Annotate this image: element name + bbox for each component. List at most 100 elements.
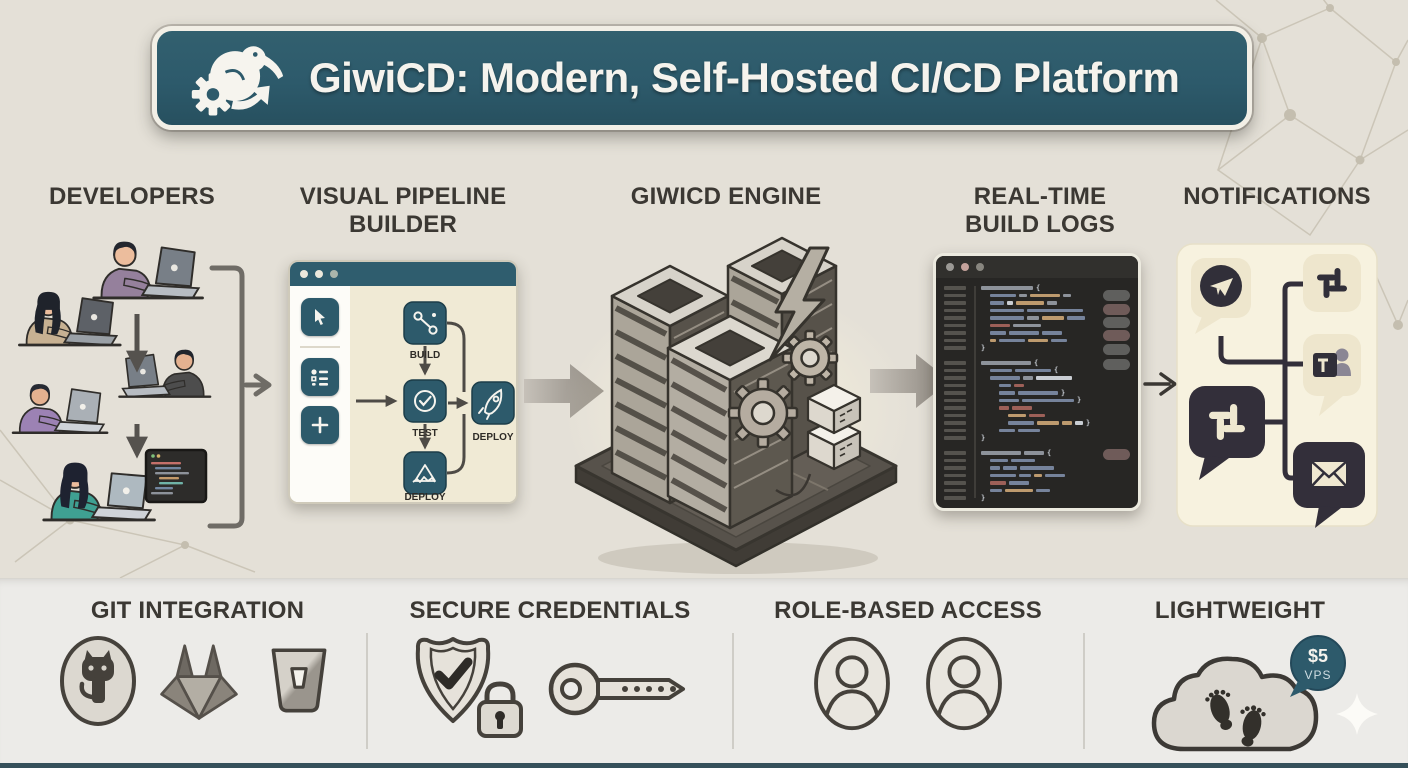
log-line: { [944, 284, 1100, 292]
column-label-build-logs: REAL-TIME BUILD LOGS [965, 183, 1115, 239]
notifications-panel [1176, 243, 1378, 528]
status-pill [1103, 330, 1130, 341]
giwicd-logo-icon [191, 46, 284, 116]
pipeline-builder-window: BUILD TEST DEPLOY [288, 260, 518, 504]
log-line: } [944, 419, 1100, 427]
feature-git-integration: GIT INTEGRATION [40, 597, 355, 729]
status-pill [1103, 317, 1130, 328]
feature-label: LIGHTWEIGHT [1154, 597, 1326, 624]
add-tool-button [301, 406, 339, 444]
feature-lightweight: LIGHTWEIGHT [1105, 597, 1375, 765]
divider [1083, 633, 1085, 749]
column-label-developers: DEVELOPERS [48, 183, 216, 210]
lightning-icon [768, 246, 830, 362]
builder-toolbar [290, 286, 350, 502]
developer-figure [18, 291, 122, 347]
column-label-engine: GIWICD ENGINE [630, 183, 822, 210]
pipeline-canvas: BUILD TEST DEPLOY [350, 286, 516, 502]
banner-title: GiwiCD: Modern, Self-Hosted CI/CD Platfo… [309, 54, 1180, 101]
window-titlebar [936, 256, 1138, 278]
status-pill [1103, 359, 1130, 370]
window-dot [315, 270, 323, 278]
node-deploy-final: DEPLOY [471, 381, 515, 443]
badge-price: $5 [1308, 646, 1328, 666]
bracket-arrow-icon [243, 373, 272, 397]
log-line [944, 314, 1100, 322]
padlock-icon [477, 681, 523, 738]
status-pill [1103, 304, 1130, 315]
log-line [944, 337, 1100, 345]
connector-tree [1218, 281, 1303, 481]
column-label-pipeline-builder: VISUAL PIPELINE BUILDER [299, 183, 507, 239]
gitlab-icon [159, 644, 238, 720]
developer-figure [118, 349, 212, 398]
log-line: } [944, 434, 1100, 442]
footprints [1205, 689, 1266, 747]
log-line [944, 299, 1100, 307]
log-line: } [944, 344, 1100, 352]
log-line: } [944, 389, 1100, 397]
developer-figure [11, 384, 109, 435]
server-stack [806, 383, 862, 471]
gear-icon [727, 377, 799, 449]
vps-badge: $5 VPS [1290, 635, 1346, 697]
edge-deploy-final [446, 414, 466, 475]
log-line [944, 352, 1100, 360]
log-line [944, 329, 1100, 337]
log-line: } [944, 494, 1100, 502]
bitbucket-icon [271, 648, 326, 713]
slack-icon [1303, 254, 1361, 312]
engine-illustration [563, 236, 913, 574]
terminal-status-pills [1103, 284, 1131, 502]
log-output: {}{{}}}}{} [944, 284, 1100, 502]
window-dot [300, 270, 308, 278]
window-titlebar [290, 262, 516, 286]
list-icon [311, 369, 328, 386]
block-arrow-icon [870, 354, 950, 408]
badge-unit: VPS [1304, 668, 1331, 682]
log-line: { [944, 359, 1100, 367]
node-build: BUILD [403, 301, 447, 361]
title-banner: GiwiCD: Modern, Self-Hosted CI/CD Platfo… [152, 26, 1252, 130]
node-test-label: TEST [412, 428, 438, 439]
node-test: TEST [403, 379, 447, 439]
log-line: } [944, 397, 1100, 405]
log-line [944, 412, 1100, 420]
cloud-footprints-icon: $5 VPS [1151, 635, 1346, 752]
plus-icon [311, 416, 329, 434]
log-line [944, 307, 1100, 315]
node-build-label: BUILD [410, 350, 441, 361]
log-line [944, 382, 1100, 390]
status-pill [1103, 290, 1130, 301]
feature-label: ROLE-BASED ACCESS [774, 597, 1042, 624]
node-deploy-label: DEPLOY [404, 492, 445, 502]
gear-icon [781, 329, 839, 387]
window-dot [330, 270, 338, 278]
list-tool-button [301, 358, 339, 396]
status-pill [1103, 449, 1130, 460]
telegram-icon [1191, 258, 1251, 334]
code-editor-popup [144, 448, 208, 504]
bottom-accent-bar [0, 763, 1408, 768]
log-line [944, 427, 1100, 435]
node-deploy: DEPLOY [403, 451, 447, 502]
cursor-tool-button [301, 298, 339, 336]
arrow-icon [1143, 372, 1177, 396]
window-dot [976, 263, 984, 271]
log-line [944, 374, 1100, 382]
log-line [944, 442, 1100, 450]
status-pill [1103, 344, 1130, 355]
email-icon [1293, 442, 1365, 528]
key-icon [548, 662, 685, 716]
terminal-window: {}{{}}}}{} [933, 253, 1141, 511]
node-deploy-final-label: DEPLOY [472, 432, 513, 443]
shield-check-icon [415, 637, 523, 738]
feature-label: GIT INTEGRATION [90, 597, 305, 624]
cursor-icon [315, 309, 325, 325]
features-strip: GIT INTEGRATION [0, 578, 1408, 765]
log-line: { [944, 367, 1100, 375]
gutter-divider [974, 286, 976, 498]
log-line [944, 322, 1100, 330]
sparkle-icon [1336, 693, 1378, 735]
